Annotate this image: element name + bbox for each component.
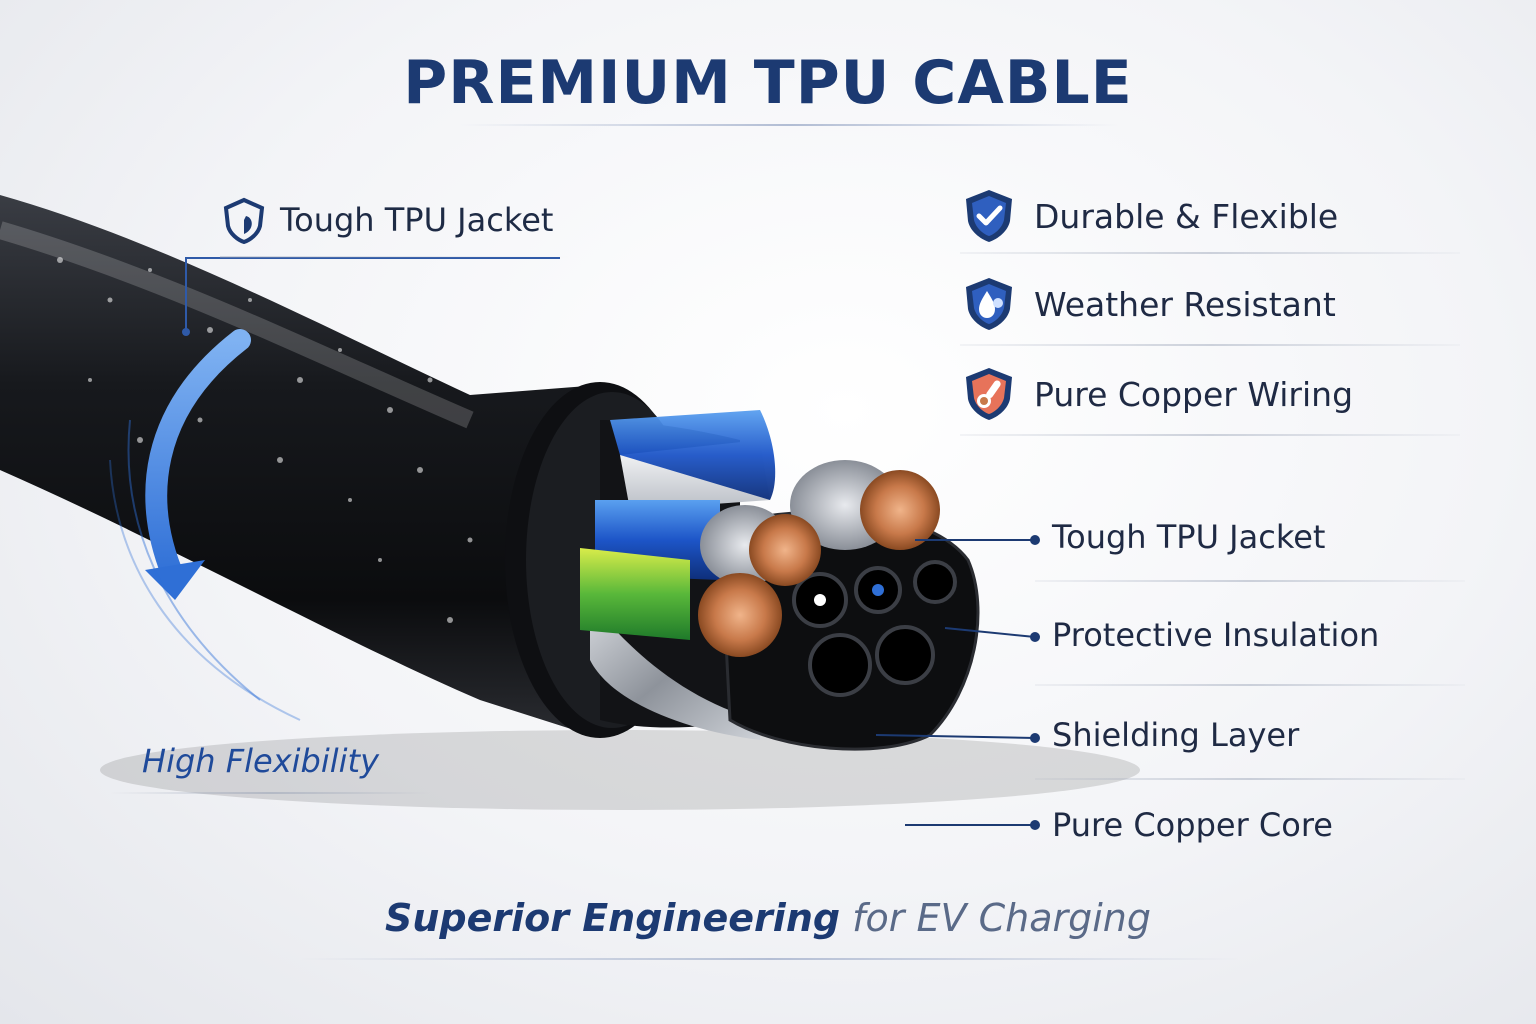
component-jacket-label: Tough TPU Jacket [1052,518,1326,556]
feature-label: Pure Copper Wiring [1034,374,1354,414]
footer-strong: Superior Engineering [384,896,841,940]
jacket-callout-label: Tough TPU Jacket [280,201,554,239]
component-insulation-label: Protective Insulation [1052,616,1380,654]
feature-weather: Weather Resistant [960,264,1460,344]
feature-divider [960,252,1460,254]
shield-jacket-icon [223,197,265,244]
component-copper-label: Pure Copper Core [1052,806,1333,844]
footer-divider [300,958,1240,960]
jacket-callout: Tough TPU Jacket [220,196,553,244]
feature-divider [960,344,1460,346]
feature-divider [960,434,1460,436]
component-divider [1035,684,1465,686]
shield-thermometer-icon [966,368,1012,420]
footer-tagline: Superior Engineering for EV Charging [0,896,1536,940]
feature-label: Weather Resistant [1034,284,1336,324]
component-shielding-label: Shielding Layer [1052,716,1300,754]
shield-droplet-icon [966,278,1012,330]
feature-copper: Pure Copper Wiring [960,354,1460,434]
footer-light: for EV Charging [852,896,1151,940]
feature-durable: Durable & Flexible [960,176,1460,256]
component-divider [1035,778,1465,780]
shield-check-icon [966,190,1012,242]
flexibility-label: High Flexibility [142,742,379,780]
component-divider [1035,580,1465,582]
jacket-callout-divider [220,256,570,258]
title-divider [460,124,1120,126]
flexibility-divider [110,792,430,794]
feature-label: Durable & Flexible [1034,196,1339,236]
page-title: PREMIUM TPU CABLE [403,48,1133,118]
